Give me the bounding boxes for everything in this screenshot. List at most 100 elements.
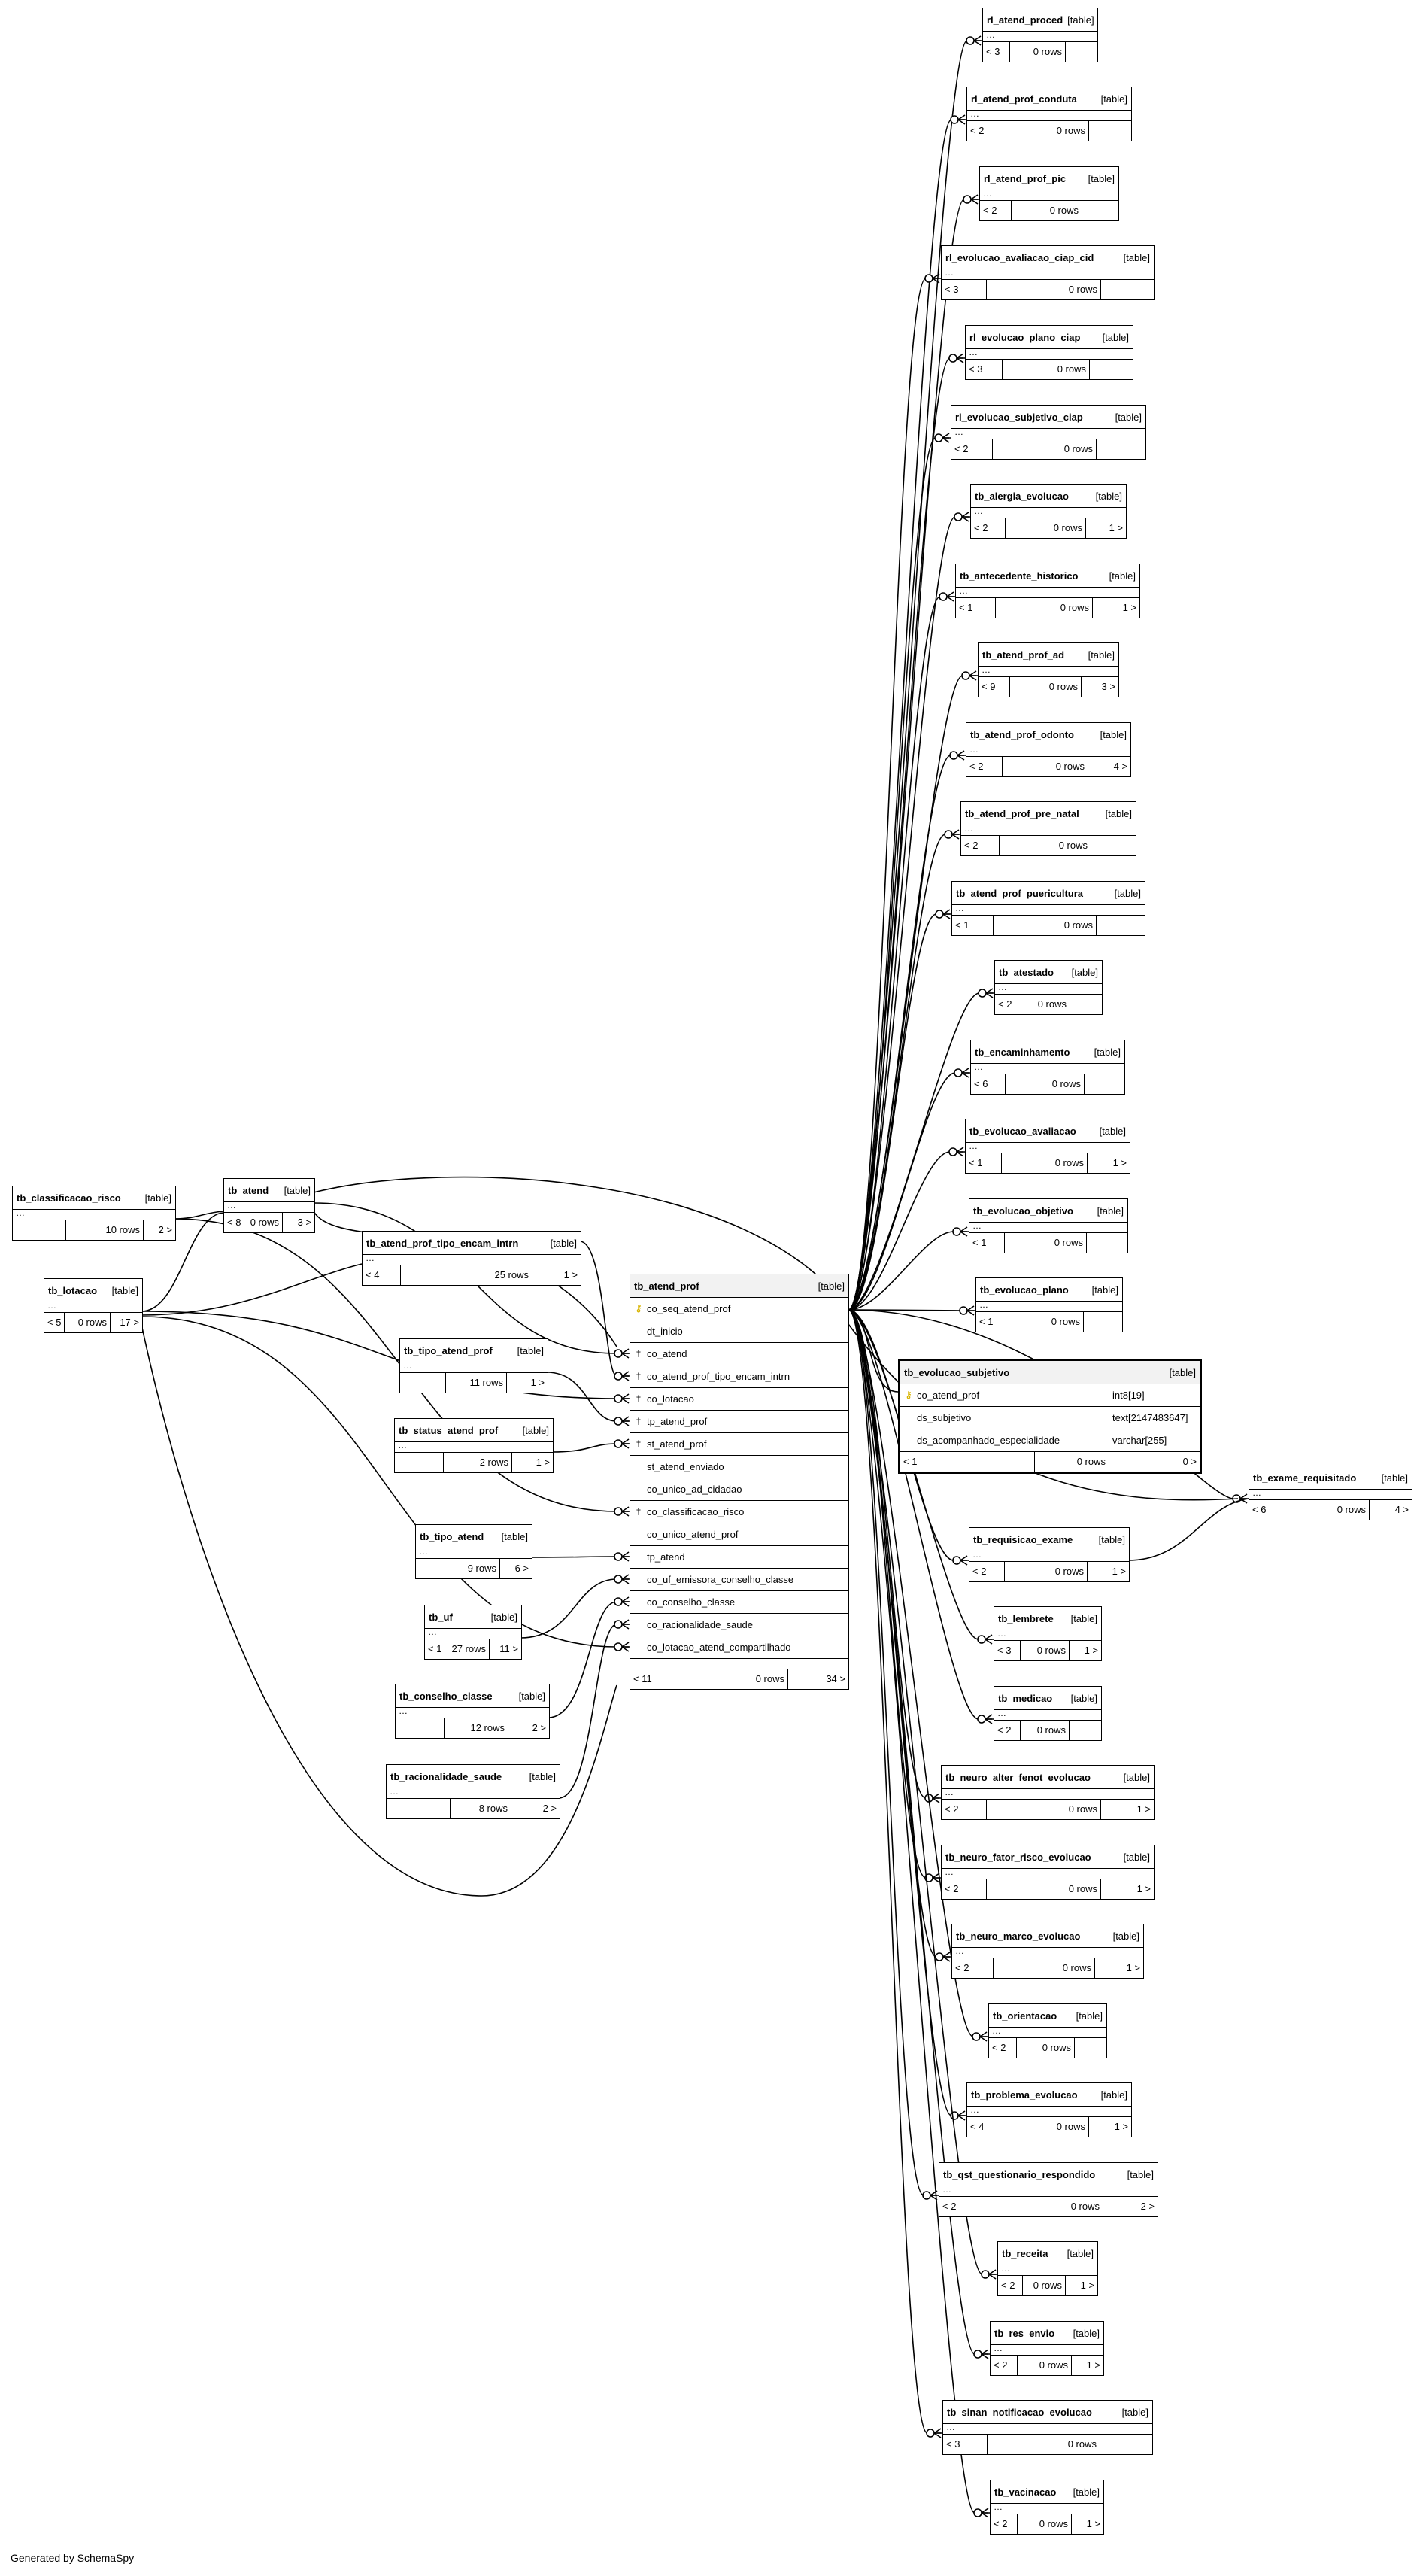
column-row[interactable]: †co_atend_prof_tipo_encam_intrn (630, 1365, 848, 1388)
column-row[interactable]: †tp_atend_prof (630, 1411, 848, 1433)
column-row[interactable]: ⚷co_seq_atend_prof (630, 1298, 848, 1320)
crowfoot-end (614, 1372, 623, 1381)
row-count: 0 rows (1006, 518, 1086, 538)
table-name: tb_neuro_fator_risco_evolucao (945, 1851, 1091, 1863)
table-ellipsis: … (969, 1221, 1127, 1233)
column-row[interactable]: tp_atend (630, 1546, 848, 1569)
table-tb-neuro-fator-risco-evolucao[interactable]: tb_neuro_fator_risco_evolucao[table]…< 2… (941, 1845, 1155, 1900)
table-tb-qst-questionario-respondido[interactable]: tb_qst_questionario_respondido[table]…< … (939, 2162, 1158, 2217)
children-count: 34 > (826, 1673, 845, 1684)
row-count: 10 rows (66, 1220, 144, 1240)
column-row[interactable]: co_conselho_classe (630, 1591, 848, 1614)
table-name: tb_classificacao_risco (17, 1192, 121, 1204)
children-count: 1 > (1086, 2518, 1100, 2529)
crowfoot-end (939, 592, 948, 601)
row-count: 0 rows (1023, 2276, 1066, 2295)
crowfoot-mark (933, 2428, 942, 2438)
column-row[interactable]: †st_atend_prof (630, 1433, 848, 1456)
column-row[interactable]: co_unico_atend_prof (630, 1523, 848, 1546)
foreign-key-icon: † (636, 1393, 642, 1404)
table-tb-neuro-alter-fenot-evolucao[interactable]: tb_neuro_alter_fenot_evolucao[table]…< 2… (941, 1765, 1155, 1820)
table-name: tb_receita (1002, 2247, 1048, 2259)
relationship-line (848, 1309, 994, 1640)
crowfoot-end (961, 671, 970, 680)
table-ellipsis: … (967, 109, 1131, 121)
parents-count: < 2 (995, 995, 1021, 1014)
column-row[interactable]: †co_classificacao_risco (630, 1501, 848, 1523)
crowfoot-mark (956, 1147, 964, 1157)
table-name: tb_atend_prof_pre_natal (965, 807, 1079, 819)
parents-count: < 3 (966, 360, 1003, 379)
column-row[interactable]: st_atend_enviado (630, 1456, 848, 1478)
column-row[interactable]: †co_atend (630, 1343, 848, 1365)
column-row[interactable]: co_racionalidade_saude (630, 1614, 848, 1636)
column-name: co_unico_atend_prof (647, 1529, 739, 1540)
parents-count: < 1 (976, 1312, 1009, 1332)
table-tb-sinan-notificacao-evolucao[interactable]: tb_sinan_notificacao_evolucao[table]…< 3… (942, 2400, 1153, 2455)
parents-count: < 2 (980, 201, 1012, 220)
row-count: 0 rows (1010, 677, 1082, 697)
table-name: tb_lotacao (48, 1284, 98, 1296)
column-name: co_lotacao_atend_compartilhado (647, 1642, 791, 1653)
parents-count: < 2 (966, 757, 1003, 776)
column-row[interactable]: dt_inicio (630, 1320, 848, 1343)
row-count: 0 rows (1021, 1721, 1070, 1740)
table-tb-atend-prof-tipo-encam-intrn[interactable]: tb_atend_prof_tipo_encam_intrn[table] … … (362, 1231, 581, 1286)
column-row[interactable]: co_uf_emissora_conselho_classe (630, 1569, 848, 1591)
table-ellipsis: … (967, 2105, 1131, 2117)
column-row[interactable]: †co_lotacao (630, 1388, 848, 1411)
table-ellipsis: … (1249, 1488, 1412, 1500)
row-count: 0 rows (1009, 1312, 1084, 1332)
table-rl-evolucao-avaliacao-ciap-cid[interactable]: rl_evolucao_avaliacao_ciap_cid[table]…< … (941, 245, 1155, 300)
row-count: 0 rows (994, 1958, 1095, 1978)
column-row[interactable]: co_lotacao_atend_compartilhado (630, 1636, 848, 1659)
table-tb-evolucao-subjetivo[interactable]: tb_evolucao_subjetivo[table] ⚷co_atend_p… (898, 1359, 1202, 1474)
column-row[interactable]: co_unico_ad_cidadao (630, 1478, 848, 1501)
crowfoot-end (614, 1394, 623, 1403)
key-slot (630, 1546, 647, 1568)
